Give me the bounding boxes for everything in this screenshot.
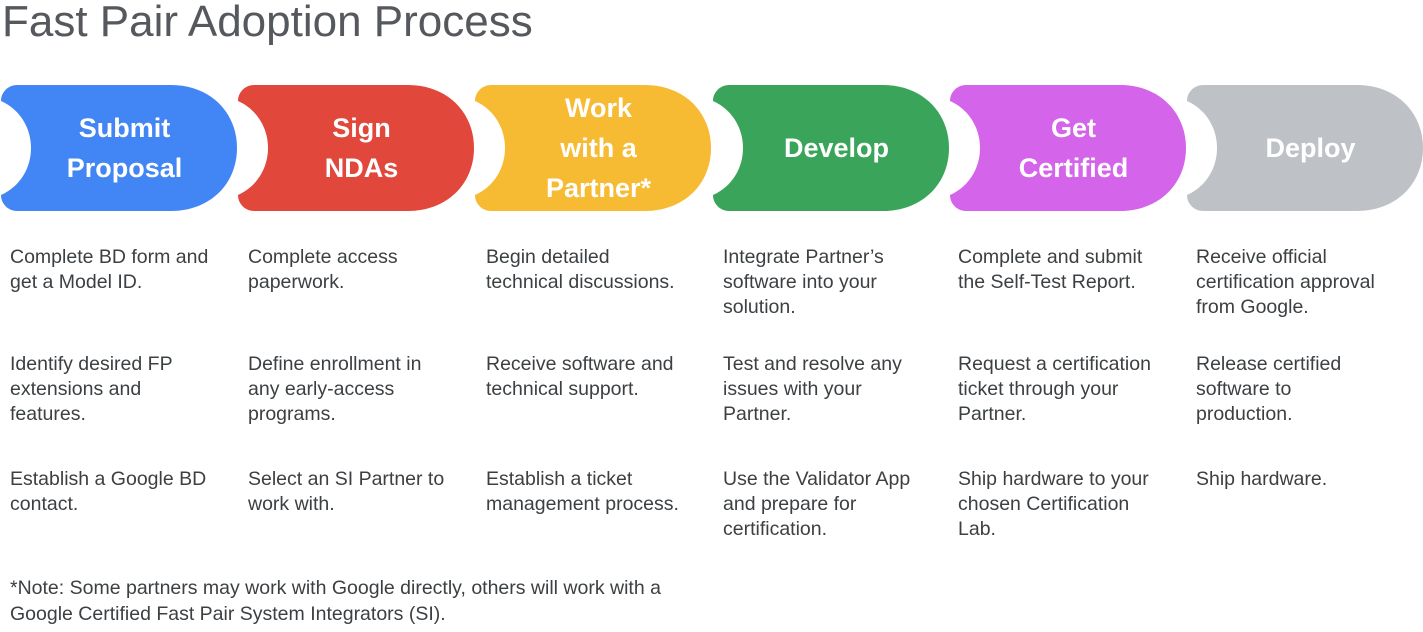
stage-submit-proposal: Submit Proposal: [1, 85, 238, 211]
stage-label: Sign NDAs: [324, 113, 399, 183]
detail-work-with-a-partner-3: Establish a ticket management process.: [486, 468, 679, 515]
detail-get-certified-1: Complete and submit the Self-Test Report…: [958, 246, 1143, 293]
detail-work-with-a-partner-2: Receive software and technical support.: [486, 353, 674, 400]
detail-develop-3: Use the Validator App and prepare for ce…: [723, 468, 911, 540]
detail-deploy-3: Ship hardware.: [1196, 468, 1328, 490]
detail-work-with-a-partner-1: Begin detailed technical discussions.: [486, 246, 675, 293]
detail-submit-proposal-2: Identify desired FP extensions and featu…: [10, 353, 173, 425]
detail-develop-1: Integrate Partner’s software into your s…: [723, 246, 884, 318]
stage-label: Develop: [783, 133, 890, 163]
stage-work-with-a-partner: Work with a Partner*: [475, 85, 712, 211]
detail-sign-ndas-1: Complete access paperwork.: [248, 246, 398, 293]
detail-submit-proposal-1: Complete BD form and get a Model ID.: [10, 246, 209, 293]
stage-label: Work with a Partner*: [545, 93, 652, 203]
detail-submit-proposal-3: Establish a Google BD contact.: [10, 468, 207, 515]
detail-deploy-1: Receive official certification approval …: [1196, 246, 1375, 318]
detail-develop-2: Test and resolve any issues with your Pa…: [723, 353, 902, 425]
detail-get-certified-2: Request a certification ticket through y…: [958, 353, 1151, 425]
stage-shape-arrow: [475, 85, 711, 211]
stage-shape-arrow: [1187, 85, 1423, 211]
stage-label: Deploy: [1265, 133, 1356, 163]
stage-develop: Develop: [713, 85, 950, 211]
detail-get-certified-3: Ship hardware to your chosen Certificati…: [958, 468, 1149, 540]
stage-shape-arrow: [1, 85, 237, 211]
stage-get-certified: Get Certified: [950, 85, 1187, 211]
stage-shape-arrow: [950, 85, 1186, 211]
stage-label: Submit Proposal: [66, 113, 183, 183]
detail-deploy-2: Release certified software to production…: [1196, 353, 1342, 425]
page-title: Fast Pair Adoption Process: [2, 0, 533, 46]
stage-shape-arrow: [238, 85, 474, 211]
detail-sign-ndas-3: Select an SI Partner to work with.: [248, 468, 445, 515]
stage-label: Get Certified: [1018, 113, 1129, 183]
footnote: *Note: Some partners may work with Googl…: [10, 577, 661, 625]
detail-sign-ndas-2: Define enrollment in any early-access pr…: [248, 353, 422, 425]
stage-deploy: Deploy: [1187, 85, 1423, 211]
stage-shape-arrow: [713, 85, 949, 211]
stage-sign-ndas: Sign NDAs: [238, 85, 475, 211]
